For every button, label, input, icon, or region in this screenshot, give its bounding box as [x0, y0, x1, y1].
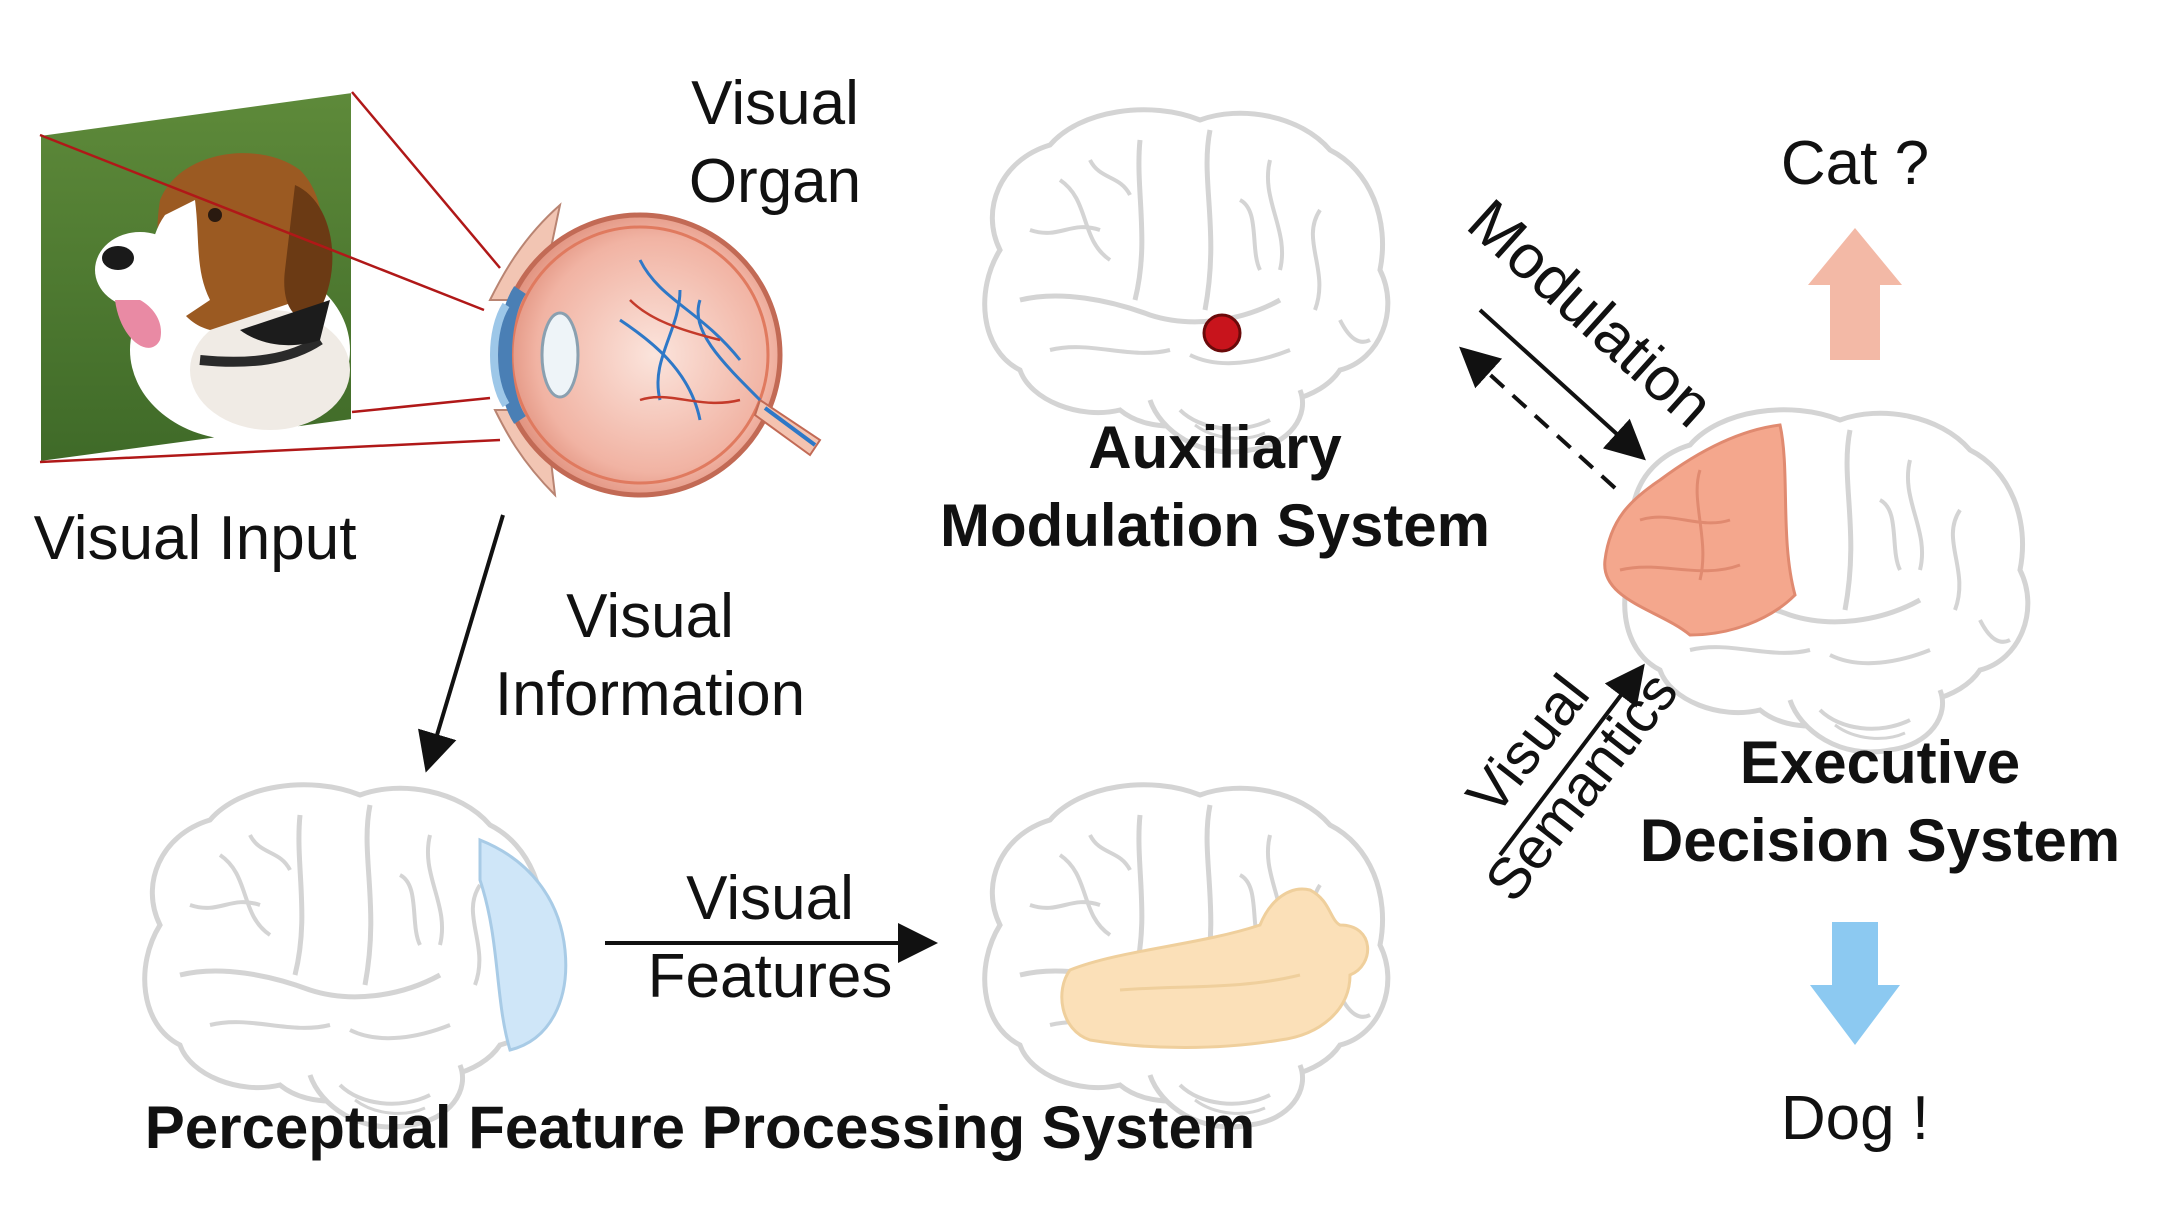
- visual-information-label: Visual Information: [494, 582, 806, 730]
- modulation-feedback-arrow: [1459, 346, 1617, 490]
- cat-label: Cat ?: [1780, 129, 1930, 198]
- visual-input-label: Visual Input: [33, 504, 357, 573]
- modulation-arrow: [1478, 308, 1646, 461]
- auxiliary-brain-icon: [985, 110, 1388, 452]
- visual-features-label: Visual Features: [647, 864, 893, 1012]
- executive-decision-system-label: Executive Decision System: [1639, 729, 2121, 874]
- eyeball-cross-section-icon: [488, 202, 822, 498]
- perceptual-brain-icon: [145, 785, 568, 1127]
- up-arrow-icon: [1808, 228, 1902, 360]
- projection-lines: [39, 91, 501, 464]
- visual-organ-label: Visual Organ: [688, 69, 862, 217]
- dog-photo: [39, 90, 353, 464]
- auxiliary-modulation-system-label: Auxiliary Modulation System: [939, 414, 1491, 559]
- perceptual-feature-processing-system-label: Perceptual Feature Processing System: [144, 1094, 1256, 1161]
- temporal-brain-icon: [985, 785, 1388, 1127]
- visual-semantics-arrow: [1498, 663, 1645, 857]
- visual-information-arrow: [418, 514, 505, 773]
- down-arrow-icon: [1810, 922, 1900, 1045]
- executive-brain-icon: [1603, 410, 2028, 752]
- red-dot: [1202, 313, 1242, 353]
- dog-label: Dog !: [1780, 1084, 1930, 1153]
